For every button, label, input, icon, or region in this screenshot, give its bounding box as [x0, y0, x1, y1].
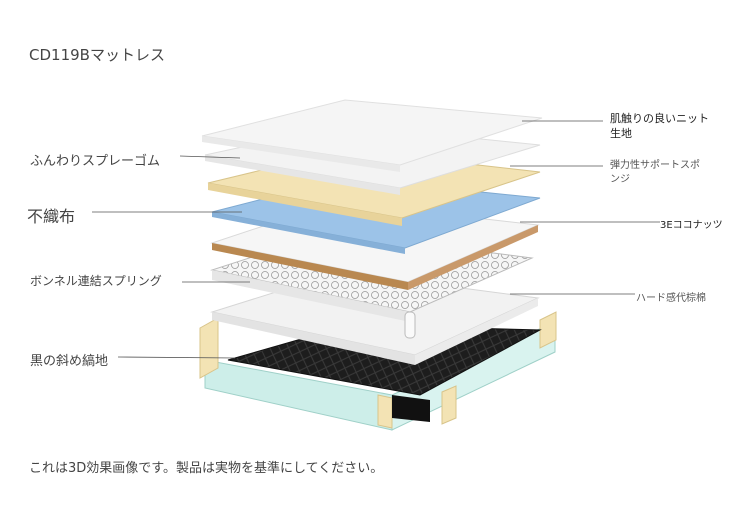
- label-felt: ハード感代棕棉: [636, 293, 706, 304]
- label-sponge-line1: 弾力性サポートスポ: [610, 160, 700, 171]
- label-coconut: 3Eココナッツ: [660, 220, 723, 231]
- label-base: 黒の斜め縞地: [30, 354, 109, 369]
- label-sponge-line2: ンジ: [610, 174, 630, 185]
- label-gum: ふんわりスプレーゴム: [30, 154, 161, 169]
- label-knit-line1: 肌触りの良いニット: [610, 112, 709, 125]
- disclaimer-text: これは3D効果画像です。製品は実物を基準にしてください。: [29, 461, 384, 476]
- base-frame: [199, 311, 557, 431]
- leader-gum: [179, 155, 241, 159]
- label-knit-line2: 生地: [610, 127, 632, 140]
- knit-fabric-layer: [201, 99, 543, 172]
- label-nonwoven: 不織布: [27, 207, 76, 226]
- leader-base: [117, 356, 236, 359]
- label-bonnell: ボンネル連結スプリング: [30, 274, 162, 288]
- page-title: CD119Bマットレス: [29, 46, 165, 64]
- leader-lines: [92, 120, 660, 359]
